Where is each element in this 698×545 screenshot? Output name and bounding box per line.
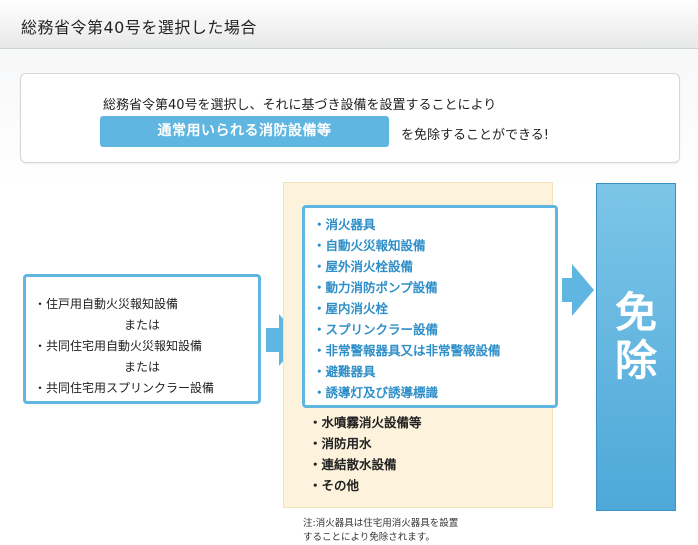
exemption-label: 免 除 xyxy=(611,289,661,385)
or-connector: または xyxy=(123,360,160,374)
arrow-right-icon xyxy=(266,328,279,352)
exemption-box: 免 除 xyxy=(596,183,676,511)
equipment-item: ・共同住宅用スプリンクラー設備 xyxy=(34,381,215,395)
arrow-right-icon xyxy=(562,278,572,302)
other-equipment-item: ・その他 xyxy=(309,478,360,493)
fire-equipment-item: ・動力消防ポンプ設備 xyxy=(313,280,438,295)
intro-box: 総務省令第40号を選択し、それに基づき設備を設置することにより 通常用いられる消… xyxy=(20,73,680,163)
installed-equipment-box: ・住戸用自動火災報知設備 または ・共同住宅用自動火災報知設備 または ・共同住… xyxy=(23,274,261,404)
or-connector: または xyxy=(123,318,160,332)
fire-equipment-item: ・屋外消火栓設備 xyxy=(313,259,414,274)
exemption-char: 除 xyxy=(614,336,657,385)
other-equipment-item: ・水噴霧消火設備等 xyxy=(309,415,422,430)
intro-conclusion: を免除することができる! xyxy=(401,128,549,143)
equipment-item: ・共同住宅用自動火災報知設備 xyxy=(34,339,203,353)
other-equipment-item: ・消防用水 xyxy=(309,436,372,451)
standard-fire-equipment-box: ・消火器具 ・自動火災報知設備 ・屋外消火栓設備 ・動力消防ポンプ設備 ・屋内消… xyxy=(302,205,558,408)
footnote-line: 注:消火器具は住宅用消火器具を設置 xyxy=(303,518,459,529)
header-bar: 総務省令第40号を選択した場合 xyxy=(0,0,698,49)
page-title: 総務省令第40号を選択した場合 xyxy=(21,18,257,37)
intro-text: 総務省令第40号を選択し、それに基づき設備を設置することにより xyxy=(103,98,497,113)
equipment-item: ・住戸用自動火災報知設備 xyxy=(34,297,179,311)
fire-equipment-item: ・スプリンクラー設備 xyxy=(313,322,439,337)
highlight-badge: 通常用いられる消防設備等 xyxy=(100,116,389,147)
footnote-line: することにより免除されます。 xyxy=(303,532,435,543)
footnote: 注:消火器具は住宅用消火器具を設置 することにより免除されます。 xyxy=(303,517,543,545)
exemption-char: 免 xyxy=(614,288,657,337)
fire-equipment-item: ・誘導灯及び誘導標識 xyxy=(313,385,439,400)
arrow-right-icon-head xyxy=(572,264,594,316)
fire-equipment-item: ・非常警報器具又は非常警報設備 xyxy=(313,343,501,358)
fire-equipment-item: ・自動火災報知設備 xyxy=(313,238,426,253)
fire-equipment-item: ・屋内消火栓 xyxy=(313,301,389,316)
fire-equipment-item: ・消火器具 xyxy=(313,217,376,232)
other-equipment-item: ・連結散水設備 xyxy=(309,457,397,472)
fire-equipment-item: ・避難器具 xyxy=(313,364,376,379)
